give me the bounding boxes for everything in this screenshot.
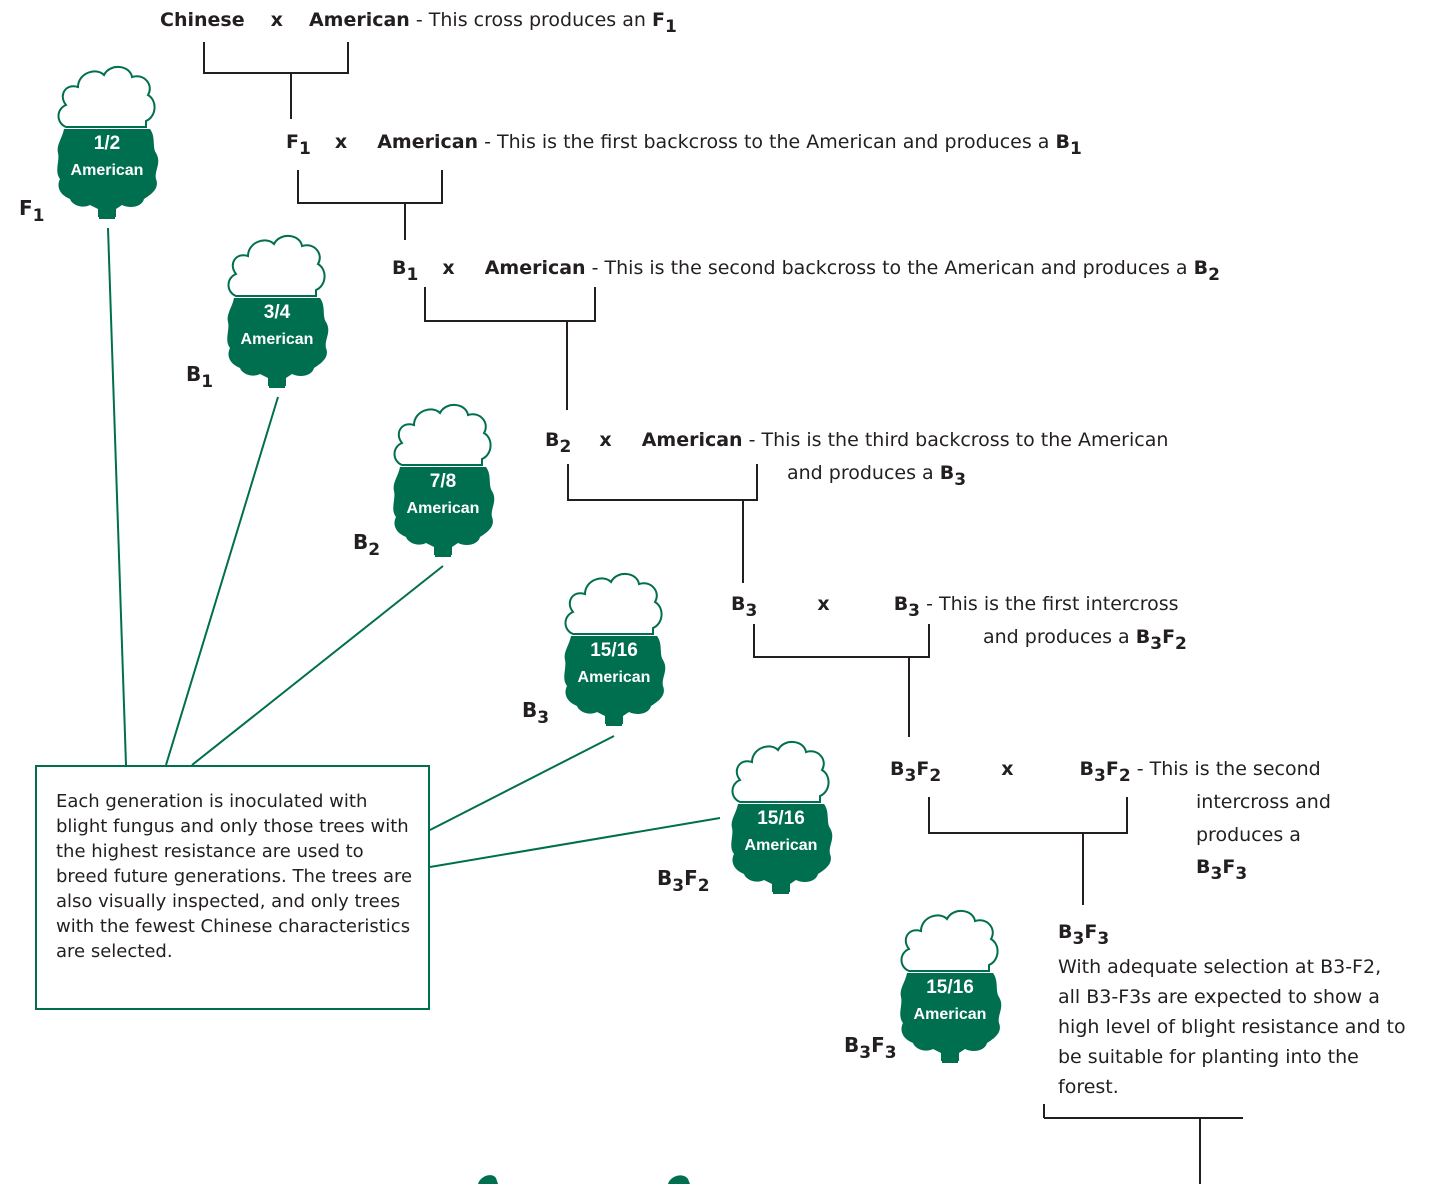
parent-f1: F1 [286, 131, 311, 159]
tree-icon [57, 66, 159, 219]
gen-label-b3: B3 [522, 698, 550, 728]
cross-3: B1 x American - This is the second backc… [392, 256, 1220, 285]
bracket-6 [928, 797, 1128, 905]
tree-fraction: 15/16 [926, 977, 974, 998]
cross-5-line1: B3 x B3 - This is the first intercross [731, 592, 1179, 621]
cross-description: - This is the second backcross to the Am… [591, 257, 1188, 279]
cross-symbol: x [599, 429, 612, 451]
tree-icon [393, 404, 495, 557]
tree-icon [227, 235, 329, 388]
tree-fraction: 15/16 [590, 640, 638, 661]
selection-note: Each generation is inoculated with bligh… [35, 765, 430, 1010]
gen-label-b3f2: B3F2 [657, 866, 710, 896]
cross-symbol: x [334, 131, 348, 153]
gen-label-b1: B1 [186, 362, 214, 392]
cross-description: - This is the first backcross to the Ame… [484, 131, 1050, 153]
cross-6-product: B3F3 [1196, 856, 1248, 884]
tree-label: American [577, 669, 651, 686]
pointer-b2 [191, 565, 444, 766]
pointer-b1 [165, 396, 279, 766]
final-title: B3F3 [1058, 921, 1110, 949]
pointer-f1 [107, 227, 127, 766]
bracket-5 [753, 624, 930, 737]
gen-label-f1: F1 [19, 196, 45, 226]
bracket-1 [203, 42, 349, 119]
parent-b3f2: B3F2 [890, 758, 942, 786]
tree-label: American [240, 331, 314, 348]
parent-american: American [484, 257, 586, 279]
tree-fraction: 7/8 [429, 471, 457, 492]
cross-4-line1: B2 x American - This is the third backcr… [545, 428, 1169, 457]
tree-fraction: 3/4 [263, 302, 291, 323]
tree-icon [564, 573, 666, 726]
product: B1 [1055, 131, 1082, 159]
bracket-4 [567, 464, 758, 583]
parent-american: American [377, 131, 479, 153]
parent-b3-second: B3 [893, 593, 921, 621]
tree-fraction: 15/16 [757, 808, 805, 829]
tree-icon [731, 741, 833, 894]
cross-description: - This is the second [1136, 758, 1321, 780]
tree-label: American [406, 500, 480, 517]
cross-description: - This cross produces an [415, 9, 646, 31]
tree-icon [900, 910, 1002, 1063]
bracket-2 [297, 170, 443, 240]
tree-partial-1 [478, 1175, 498, 1184]
tree-partial-2 [668, 1175, 690, 1184]
parent-chinese: Chinese [160, 9, 245, 31]
cross-6-line2: intercross and [1196, 791, 1331, 813]
parent-b2: B2 [545, 429, 572, 457]
cross-description-2: and produces a [983, 626, 1130, 648]
cross-6-line1: B3F2 x B3F2 - This is the second [890, 757, 1321, 786]
cross-symbol: x [817, 593, 830, 615]
tree-fraction: 1/2 [93, 133, 121, 154]
tree-label: American [70, 162, 144, 179]
product: B2 [1193, 257, 1220, 285]
parent-american: American [308, 9, 410, 31]
cross-description-2: and produces a [787, 462, 934, 484]
cross-2: F1 x American - This is the first backcr… [286, 130, 1082, 159]
parent-b3f2-second: B3F2 [1079, 758, 1131, 786]
product: B3F2 [1135, 626, 1187, 654]
product: B3 [939, 462, 967, 490]
gen-label-b2: B2 [353, 530, 381, 560]
final-description: With adequate selection at B3-F2, all B3… [1058, 956, 1406, 1098]
tree-label: American [913, 1006, 987, 1023]
cross-5-line2: and produces a B3F2 [983, 625, 1187, 654]
cross-6-line3: produces a [1196, 824, 1301, 846]
cross-description: - This is the first intercross [926, 593, 1179, 615]
cross-symbol: x [442, 257, 455, 279]
parent-b3: B3 [731, 593, 758, 621]
parent-b1: B1 [392, 257, 419, 285]
pointer-b3f2 [429, 817, 721, 868]
bracket-3 [424, 287, 596, 410]
cross-4-line2: and produces a B3 [787, 461, 967, 490]
tree-label: American [744, 837, 818, 854]
partial-trees-bottom [478, 1175, 690, 1184]
cross-description: - This is the third backcross to the Ame… [748, 429, 1169, 451]
product: F1 [651, 9, 677, 37]
cross-symbol: x [270, 9, 283, 31]
parent-american: American [641, 429, 743, 451]
pointer-b3 [429, 735, 615, 831]
cross-symbol: x [1001, 758, 1014, 780]
cross-1: Chinese x American - This cross produces… [160, 8, 677, 37]
bracket-final [1043, 1104, 1243, 1184]
gen-label-b3f3: B3F3 [844, 1033, 897, 1063]
